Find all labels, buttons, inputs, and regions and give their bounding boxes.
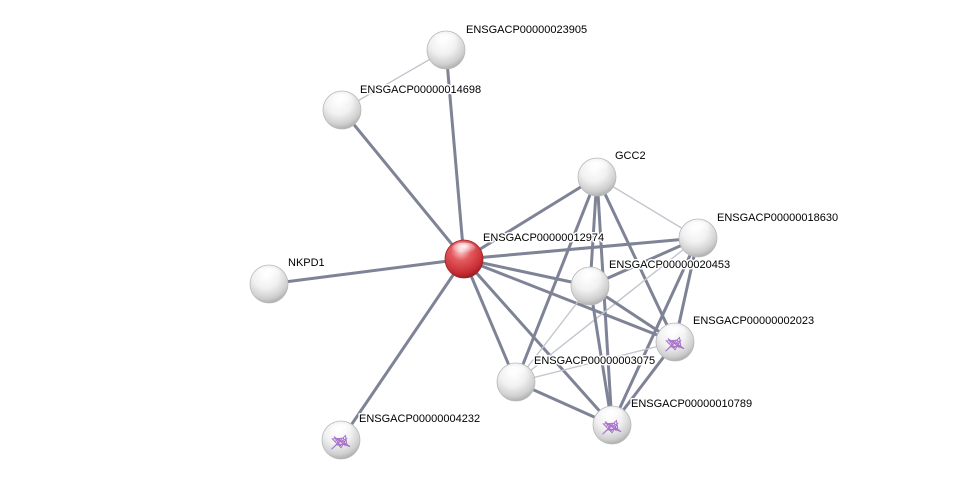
node-label-nkpd1: NKPD1 — [288, 257, 325, 269]
node-highlight — [585, 160, 609, 173]
node-label-n23905: ENSGACP00000023905 — [466, 24, 587, 36]
node-highlight — [663, 325, 687, 338]
edge-n12974-n20453[interactable] — [462, 257, 592, 288]
node-label-n02023: ENSGACP00000002023 — [693, 315, 814, 327]
node-label-n20453: ENSGACP00000020453 — [609, 259, 730, 271]
node-nkpd1[interactable]: NKPD1 — [249, 256, 326, 304]
edge-n12974-n02023[interactable] — [462, 257, 677, 344]
node-highlight — [578, 269, 602, 282]
node-n18630[interactable]: ENSGACP00000018630 — [678, 211, 840, 258]
nodes-layer: ENSGACP00000023905ENSGACP00000014698GCC2… — [249, 23, 840, 460]
edge-n23905-n12974[interactable] — [444, 48, 466, 261]
node-highlight — [329, 423, 353, 436]
node-label-n10789: ENSGACP00000010789 — [631, 398, 752, 410]
edge-gcc2-n10789[interactable] — [595, 175, 614, 427]
edge-n14698-n12974[interactable] — [340, 108, 466, 261]
node-highlight — [330, 93, 354, 106]
edge-n20453-n03075[interactable] — [515, 285, 591, 383]
node-highlight — [504, 365, 528, 378]
node-gcc2[interactable]: GCC2 — [577, 149, 647, 197]
edge-n03075-n02023[interactable] — [515, 341, 676, 383]
edge-n12974-n03075[interactable] — [462, 257, 518, 384]
node-label-n14698: ENSGACP00000014698 — [360, 84, 481, 96]
node-label-n12974: ENSGACP00000012974 — [483, 232, 604, 244]
node-highlight — [257, 267, 281, 280]
edge-n12974-gcc2[interactable] — [462, 175, 599, 261]
node-n12974[interactable]: ENSGACP00000012974 — [444, 231, 606, 279]
edge-nkpd1-n12974[interactable] — [267, 257, 466, 286]
node-n23905[interactable]: ENSGACP00000023905 — [426, 23, 589, 70]
edge-n23905-n14698[interactable] — [341, 49, 447, 111]
node-n20453[interactable]: ENSGACP00000020453 — [570, 258, 732, 306]
node-label-gcc2: GCC2 — [615, 150, 646, 162]
edge-n04232-n12974[interactable] — [339, 257, 466, 442]
node-highlight — [434, 33, 458, 46]
protein-structure-icon — [602, 419, 622, 435]
node-n10789[interactable]: ENSGACP00000010789 — [592, 397, 754, 445]
node-highlight — [600, 408, 624, 421]
node-label-n18630: ENSGACP00000018630 — [717, 212, 838, 224]
protein-structure-icon — [665, 336, 685, 352]
node-n04232[interactable]: ENSGACP00000004232 — [321, 412, 482, 460]
node-n14698[interactable]: ENSGACP00000014698 — [322, 83, 483, 130]
node-n02023[interactable]: ENSGACP00000002023 — [655, 314, 816, 362]
node-label-n03075: ENSGACP00000003075 — [534, 355, 655, 367]
protein-structure-icon — [331, 434, 351, 450]
edge-n18630-n03075[interactable] — [515, 237, 699, 383]
edge-gcc2-n03075[interactable] — [514, 175, 599, 384]
node-highlight — [452, 242, 476, 255]
edge-n18630-n10789[interactable] — [610, 236, 700, 427]
edge-n12974-n10789[interactable] — [462, 257, 614, 427]
edge-n18630-n20453[interactable] — [588, 236, 700, 288]
edge-n20453-n10789[interactable] — [588, 284, 614, 427]
edge-n12974-n18630[interactable] — [462, 236, 700, 261]
node-highlight — [686, 221, 710, 234]
edge-gcc2-n18630[interactable] — [596, 176, 699, 239]
node-n03075[interactable]: ENSGACP00000003075 — [496, 354, 657, 402]
node-label-n04232: ENSGACP00000004232 — [359, 413, 480, 425]
